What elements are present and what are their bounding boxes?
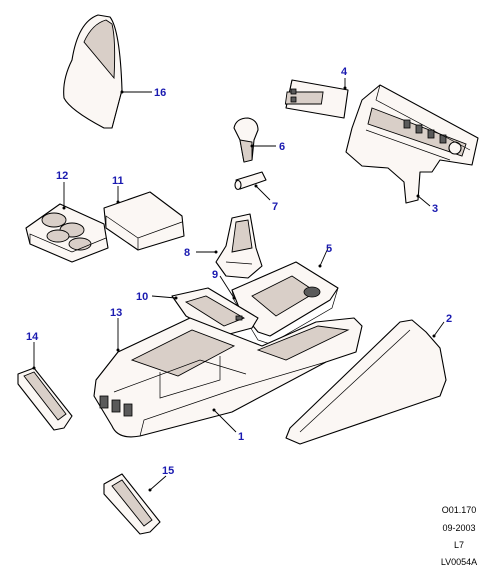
drawing-reference: O01.170 <box>441 505 477 515</box>
part-knob-sleeve <box>234 171 267 191</box>
callout-9: 9 <box>212 269 218 281</box>
part-fascia-panel <box>345 84 479 204</box>
callout-12: 12 <box>56 170 68 182</box>
callout-2: 2 <box>446 313 452 325</box>
callout-16: 16 <box>154 87 166 99</box>
part-armrest-cover <box>63 14 123 129</box>
callout-4: 4 <box>341 66 348 78</box>
part-small-tray <box>17 367 73 431</box>
part-armrest-pad <box>103 191 185 251</box>
part-radio-unit <box>284 79 349 119</box>
callout-11: 11 <box>112 175 124 187</box>
leader-lines <box>32 78 445 492</box>
callout-8: 8 <box>184 247 190 259</box>
callout-14: 14 <box>26 331 39 343</box>
callout-15: 15 <box>162 465 174 477</box>
callout-numbers: 16 4 3 6 7 8 9 5 10 11 12 13 14 1 2 15 <box>26 66 452 477</box>
drawing-number: LV0054A <box>440 557 478 567</box>
part-side-trim-panel <box>285 319 447 445</box>
callout-3: 3 <box>432 203 438 215</box>
part-gear-gaiter <box>215 213 263 279</box>
part-console-lid-panel <box>171 287 259 337</box>
part-centre-console <box>93 317 363 438</box>
callout-5: 5 <box>326 243 332 255</box>
callout-10: 10 <box>136 291 148 303</box>
callout-1: 1 <box>238 431 244 443</box>
part-bracket <box>103 473 161 535</box>
model-code: L7 <box>453 540 464 550</box>
part-gear-knob <box>233 117 259 163</box>
part-cup-holder <box>25 203 109 263</box>
callout-6: 6 <box>279 141 285 153</box>
callout-7: 7 <box>272 201 278 213</box>
drawing-date: 09-2003 <box>442 523 476 533</box>
callout-13: 13 <box>110 307 122 319</box>
